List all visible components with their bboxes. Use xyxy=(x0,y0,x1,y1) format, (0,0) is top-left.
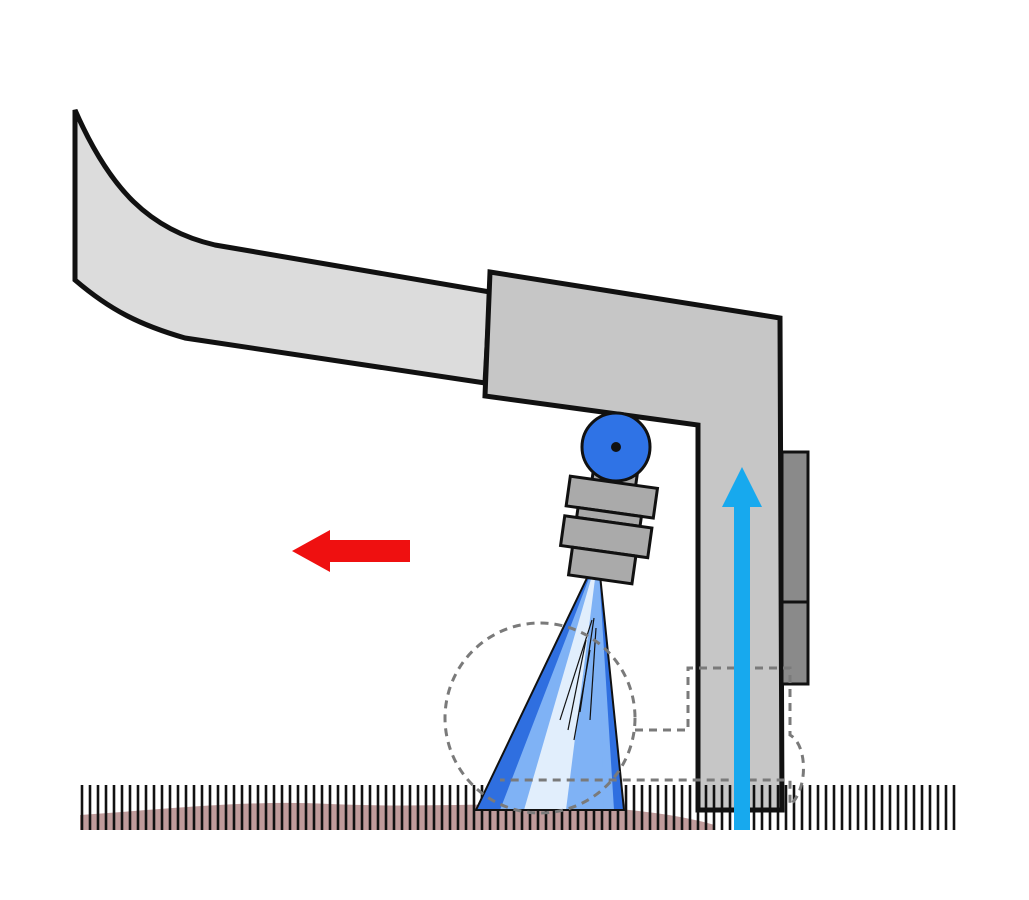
motion-direction-arrow-icon xyxy=(292,530,410,572)
swivel-pivot xyxy=(611,442,621,452)
dashed-circle-outline xyxy=(443,621,637,815)
side-plate-upper xyxy=(780,450,810,604)
nozzle-assembly xyxy=(558,463,660,586)
side-plate-lower xyxy=(780,600,810,686)
arm-pipe xyxy=(72,108,493,386)
spray-cone xyxy=(474,551,626,811)
dashed-profile-outline xyxy=(500,666,805,809)
flow-direction-arrow-icon xyxy=(722,467,762,830)
